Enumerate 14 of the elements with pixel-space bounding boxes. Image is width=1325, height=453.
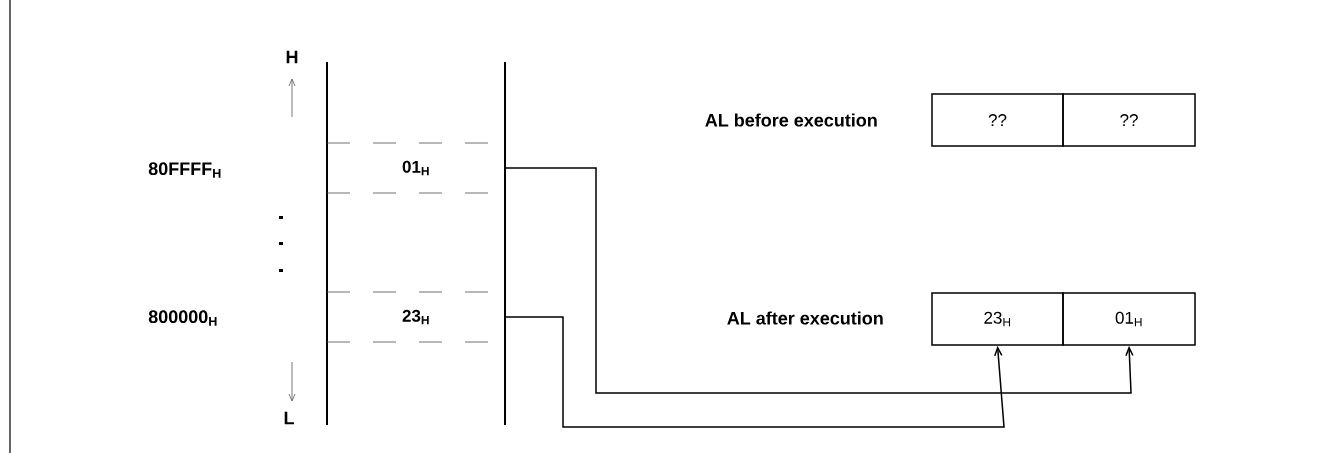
register-cell: 01$_{H}$ (1062, 292, 1196, 346)
register-cell: ?? (1062, 93, 1196, 147)
register-cell: 23$_{H}$ (931, 292, 1064, 346)
text-label: L (284, 411, 294, 425)
memory-cell: 01$_{H}$ (326, 142, 506, 194)
text-label: AL after execution (727, 311, 883, 325)
text-label: 800000$_{H}$ (148, 310, 217, 326)
connector-arrow (504, 167, 1134, 394)
register-cell: ?? (931, 93, 1064, 147)
memory-cell: 23$_{H}$ (326, 291, 506, 343)
text-label: 80FFFF$_{H}$ (148, 162, 221, 178)
text-label: H (286, 50, 298, 64)
text-label: AL before execution (705, 113, 877, 127)
connector-arrow (504, 316, 1005, 428)
